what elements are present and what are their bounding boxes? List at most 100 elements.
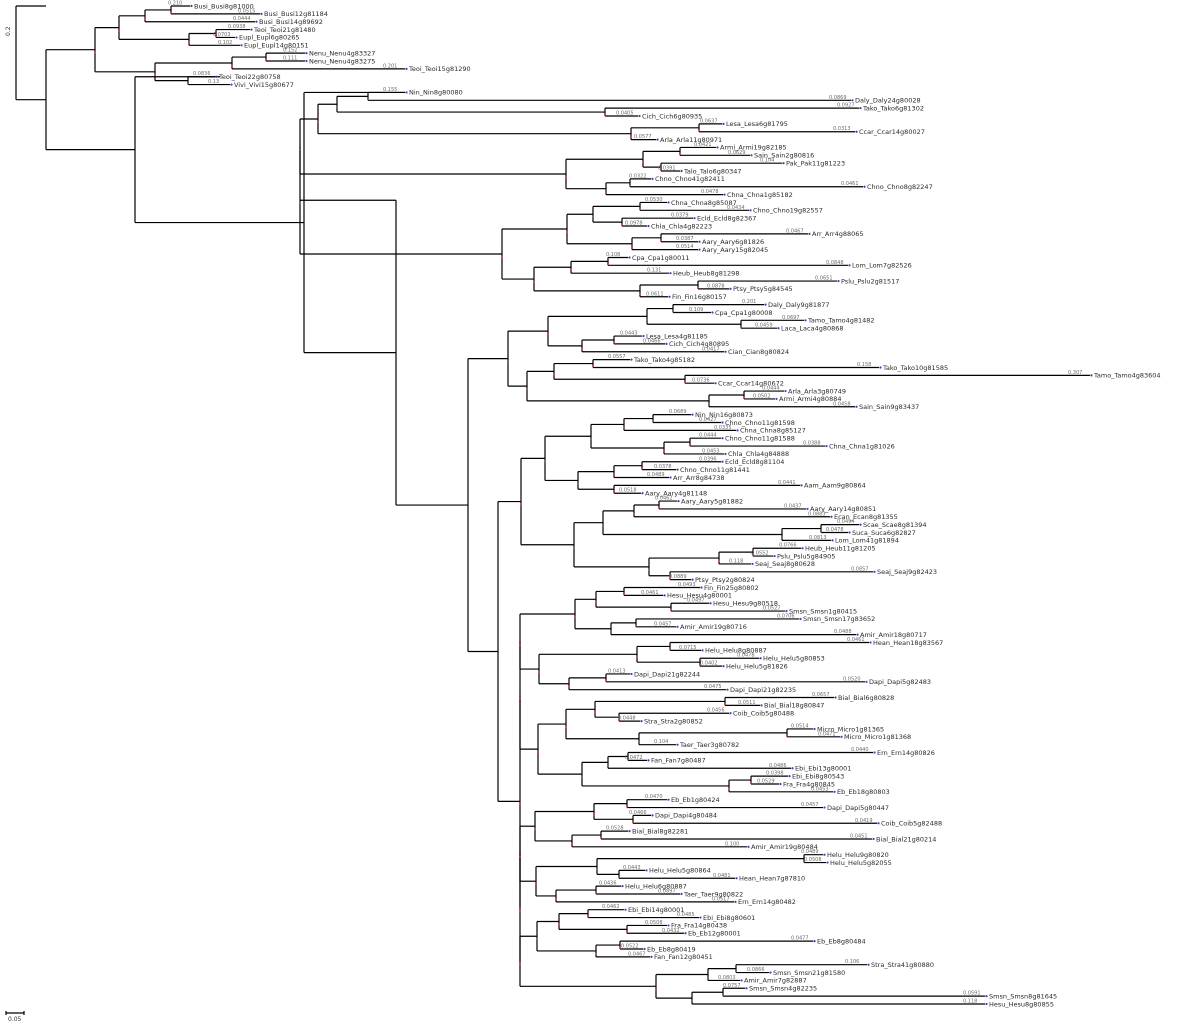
tip-mark [788,775,791,778]
branch-length-label: 0.0978 [625,221,643,227]
branch-length-label: 0.0637 [700,118,718,124]
branch-length-label: 0.0458 [833,401,851,407]
node-support-mark [605,679,607,682]
node-support-mark [718,560,720,562]
branch-length-label: 0.0486 [769,763,787,769]
node-support-mark [299,202,301,205]
branch-length-label: 0.0527 [763,606,781,612]
node-support-mark [519,803,521,806]
leaf-label: Ecan_Ecan8g81355 [834,513,898,521]
branch-length-label: 0.0448 [618,716,636,722]
tip-mark [714,382,717,385]
tip-mark [235,36,238,39]
node-support-mark [636,656,638,659]
tip-mark [865,680,868,683]
node-support-mark [558,923,560,926]
branch-length-label: 0.307 [1068,370,1082,376]
node-support-mark [587,915,589,918]
branch-length-label: 0.131 [647,268,661,274]
leaf-label: Arla_Arla3g80749 [788,387,846,395]
branch-length-label: 0.0451 [850,833,868,839]
node-support-mark [684,381,686,384]
leaf-label: Cpa_Cpa1g80008 [715,309,772,317]
tip-mark [700,586,703,589]
tip-mark [693,217,696,220]
branch-length-label: 0.0427 [699,417,717,423]
node-support-mark [631,245,633,248]
branch-length-label: 0.0441 [778,480,796,486]
node-support-mark [658,507,660,509]
branch-length-label: 0.0522 [621,943,639,949]
branch-length-label: 0.0494 [837,519,855,525]
tip-mark [250,28,253,31]
node-support-mark [641,467,643,470]
tip-mark [630,672,633,676]
node-support-mark [520,503,522,506]
leaf-label: Busi_Busi12g81184 [264,10,328,18]
node-support-mark [638,740,640,743]
tip-mark [701,649,704,652]
branch-length-label: 0.0591 [963,991,981,997]
tip-mark [642,334,645,338]
tip-mark [800,484,803,487]
branch-length-label: 0.0437 [784,503,802,509]
branch-length-label: 0.104 [760,158,774,164]
tip-mark [745,987,748,990]
tip-mark [734,900,737,903]
node-support-mark [593,813,595,816]
leaf-label: Amir_Amir19g80484 [751,843,818,851]
node-support-mark [642,161,644,164]
branch-length-label: 0.0557 [608,354,626,360]
node-support-mark [803,860,805,863]
leaf-label: Pslu_Pslu2g81517 [841,277,899,285]
node-support-mark [663,450,665,452]
leaf-label: Chna_Chna8g85127 [740,427,806,435]
tip-mark [769,971,772,974]
leaf-label: Cich_Cich6g80935 [642,112,702,120]
tip-mark [750,154,753,157]
branch-length-label: 0.0453 [702,448,720,454]
node-support-mark [639,208,641,211]
leaf-label: Fan_Fan12g80451 [654,953,713,961]
node-support-mark [553,373,555,376]
leaf-label: Bial_Bial6g80828 [838,694,894,702]
tip-mark [785,609,788,613]
leaf-label: Amir_Amir18g80717 [860,631,927,639]
tip-mark [736,429,739,432]
leaf-label: Amir_Amir19g80716 [680,623,747,631]
leaf-label: Lom_Lom7g82526 [852,262,912,270]
leaf-label: Smsn_Smsn4g82235 [749,985,817,993]
leaf-label: Lesa_Lesa4g81185 [646,332,708,340]
leaf-label: Ccar_Ccar14g80027 [859,128,925,136]
tip-mark [773,554,776,558]
branch-length-label: 0.0413 [608,668,626,674]
branch-length-label: 0.155 [383,87,397,93]
tip-mark [873,751,876,754]
tip-mark [830,515,833,518]
node-support-mark [743,397,745,399]
node-support-mark [646,318,648,321]
node-support-mark [607,764,609,767]
leaf-label: Heub_Heub8g81298 [673,269,739,277]
node-support-mark [728,788,730,790]
node-support-mark [708,402,710,405]
branch-length-label: 0.0515 [238,8,256,14]
branch-length-label: 0.0457 [654,621,672,627]
node-support-mark [633,512,635,515]
branch-length-label: 0.0897 [658,888,676,894]
branch-length-label: 0.0402 [700,661,718,667]
branch-length-label: 0.0485 [677,912,695,918]
branch-length-label: 0.0461 [841,181,859,187]
leaf-label: Scae_Scae8g81394 [863,521,927,529]
tip-mark [751,562,754,566]
node-support-mark [215,35,217,38]
leaf-label: Stra_Stra2g80852 [644,717,703,725]
leaf-label: Tamo_Tamo4g83604 [1093,372,1161,380]
node-support-mark [707,976,709,979]
tip-mark [647,224,650,228]
root-label: 0.2 [5,26,12,36]
tip-mark [405,67,408,70]
tip-mark [848,264,851,267]
node-support-mark [660,169,662,171]
tip-mark [747,845,750,848]
